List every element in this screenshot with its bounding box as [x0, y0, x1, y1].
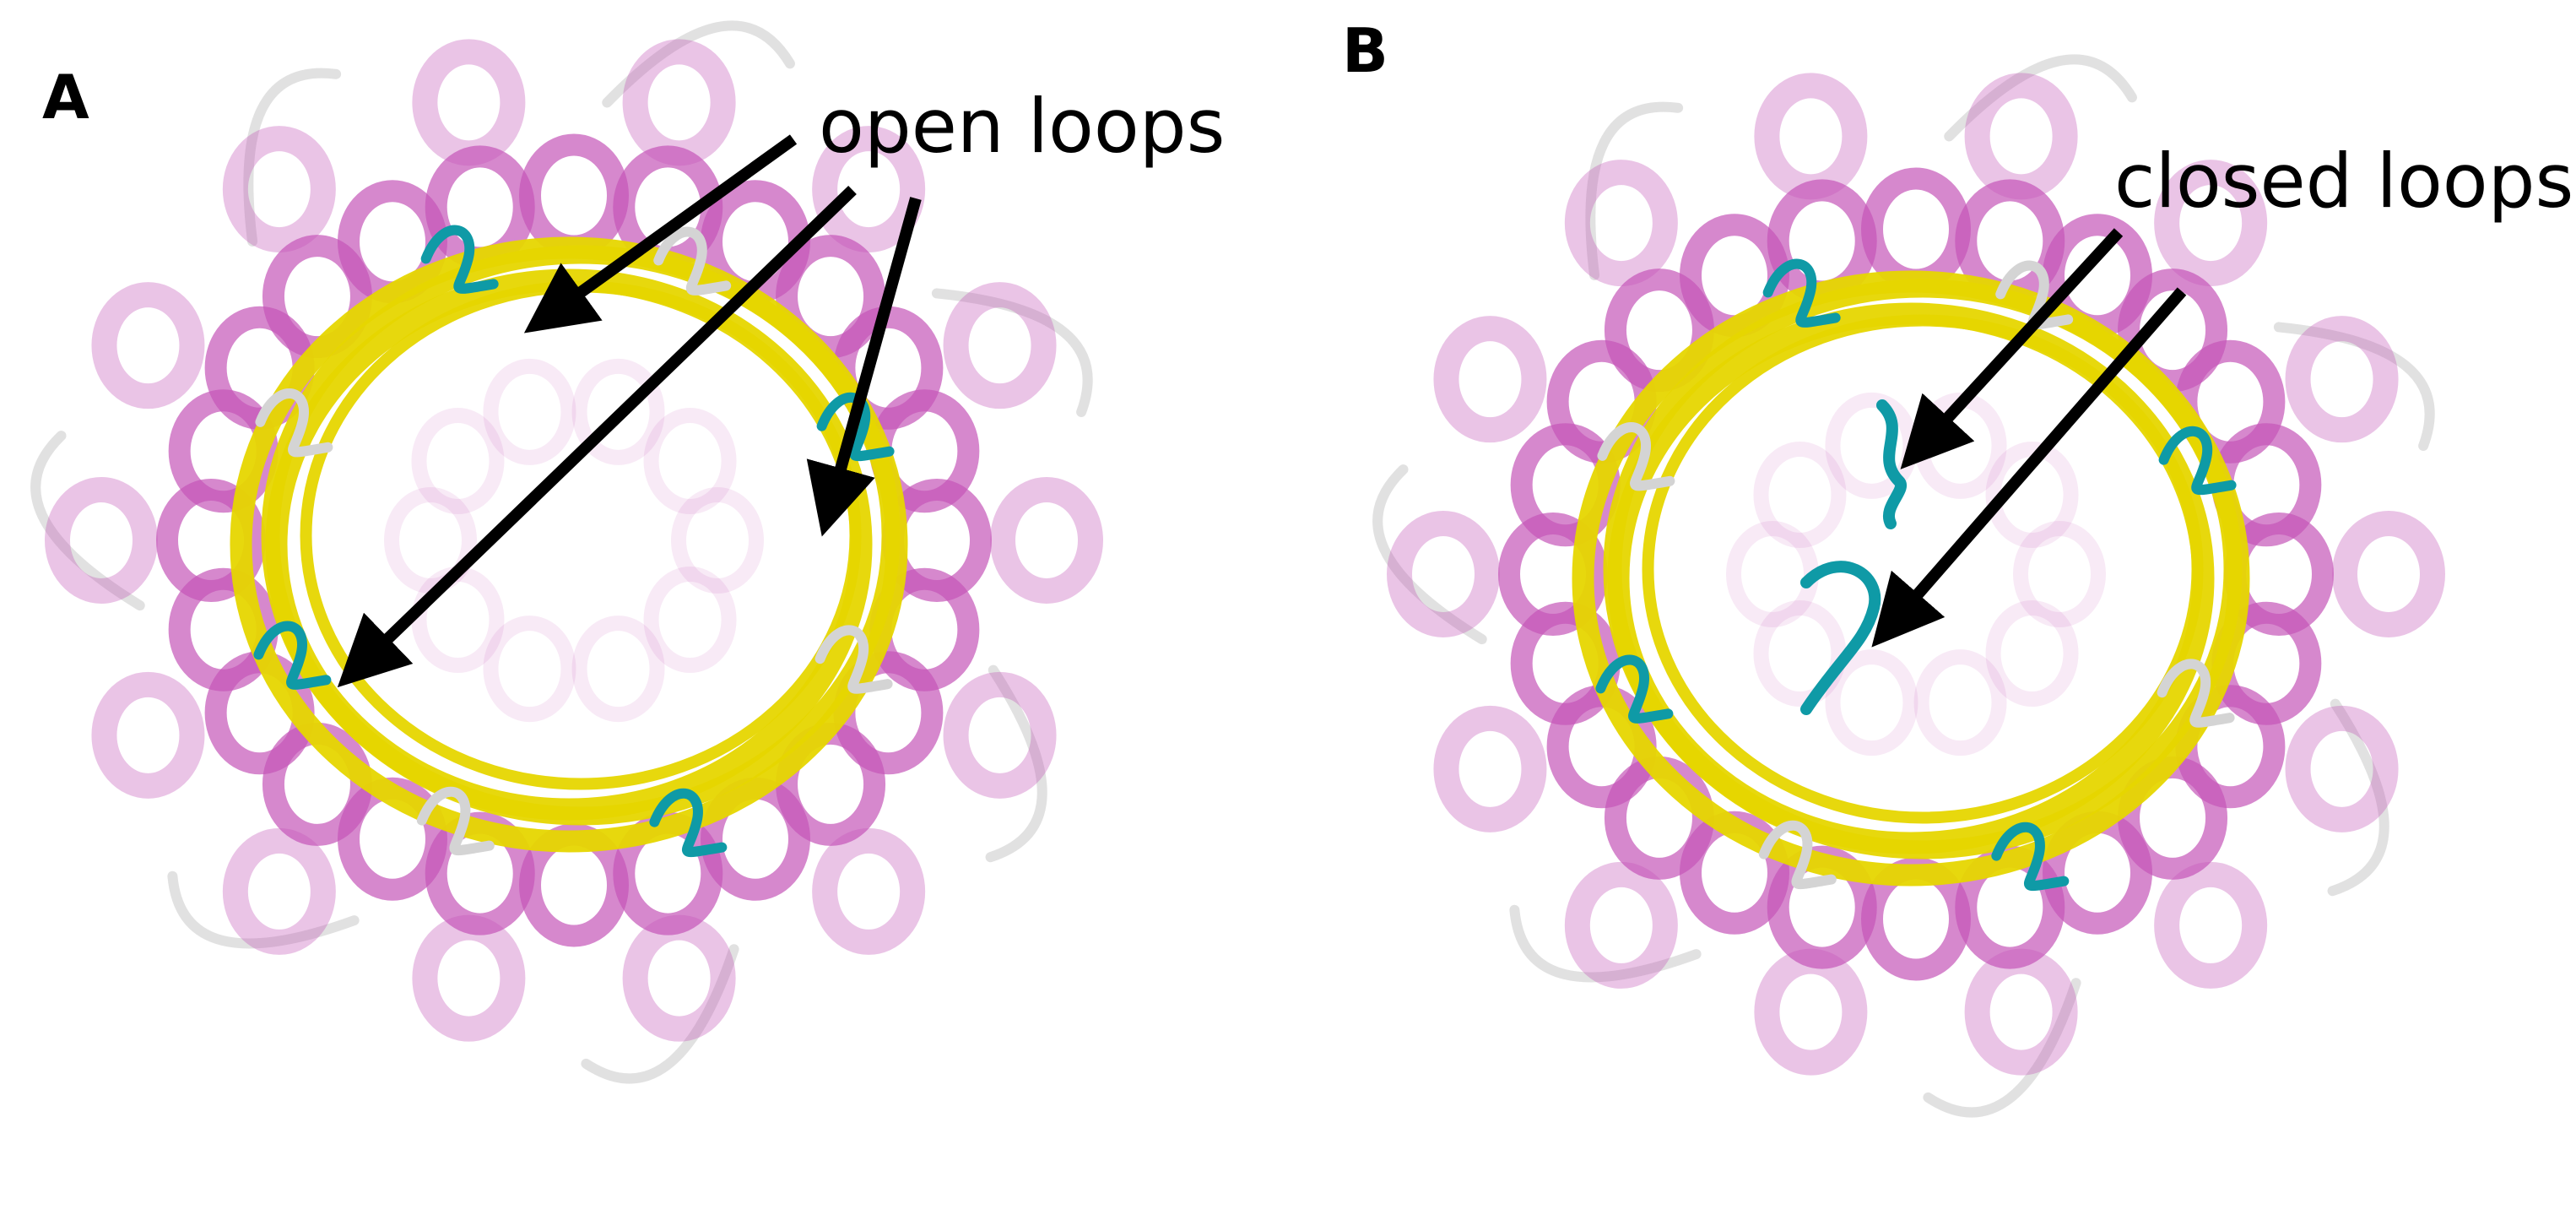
- outer-coil: [243, 68, 342, 247]
- helix: [943, 671, 1057, 799]
- outer-coil: [602, 20, 795, 108]
- protein-structure-open: [30, 20, 1103, 1084]
- helix: [1985, 600, 2079, 708]
- rim-loop: [2157, 659, 2235, 728]
- open-loops-label: open loops: [819, 83, 1225, 170]
- panel-a-open-structure: A open loops: [30, 20, 1225, 1084]
- beta-sheet-strand: [1572, 270, 2250, 887]
- helix: [45, 477, 158, 604]
- helix: [412, 914, 526, 1042]
- outer-coil: [581, 944, 739, 1084]
- closed-loops-arrows: [1871, 228, 2187, 648]
- helix: [812, 126, 926, 253]
- rim-loop: [416, 786, 495, 856]
- panel-a-label: A: [42, 62, 89, 133]
- helix: [222, 827, 336, 955]
- outer-coil: [167, 870, 360, 949]
- outer-coil: [1585, 101, 1684, 281]
- panel-b-closed-structure: B closed loops: [1342, 15, 2573, 1118]
- rim-loop: [816, 392, 895, 462]
- rim-loop: [1758, 820, 1837, 890]
- helix: [1433, 705, 1547, 832]
- outer-coil: [1944, 54, 2137, 142]
- helix: [2013, 521, 2106, 627]
- helix: [91, 671, 205, 799]
- rim-loop: [420, 225, 499, 294]
- helix: [1433, 316, 1547, 443]
- helix: [571, 358, 665, 465]
- helix: [411, 407, 505, 514]
- helix: [2285, 705, 2399, 832]
- helix: [1985, 441, 2079, 548]
- helix: [222, 126, 336, 253]
- arrow-to-left-loop: [337, 185, 857, 688]
- helix: [990, 477, 1103, 604]
- rim-loop: [1597, 422, 1675, 491]
- rim-loop: [255, 388, 333, 458]
- helix: [943, 282, 1057, 409]
- helix: [776, 235, 886, 359]
- helix: [1913, 392, 2007, 499]
- outer-coil: [1372, 464, 1487, 645]
- outer-coil: [931, 288, 1093, 418]
- outer-coil: [985, 664, 1047, 863]
- helix: [483, 616, 576, 723]
- beta-sheet-strand: [230, 236, 908, 853]
- rim-loop: [649, 788, 728, 858]
- arrow-to-right-loop: [806, 197, 922, 537]
- helix: [1564, 861, 1678, 989]
- rim-loop: [1991, 822, 2070, 892]
- rim-loop: [814, 625, 893, 694]
- outer-coil: [2273, 322, 2435, 452]
- helix: [1753, 441, 1847, 548]
- rim-loop: [253, 621, 332, 690]
- helix: [812, 827, 926, 955]
- rim-loop: [1762, 258, 1841, 328]
- helix: [622, 914, 736, 1042]
- helix: [1754, 73, 1868, 200]
- panel-b-label: B: [1342, 15, 1388, 86]
- helix: [91, 282, 205, 409]
- helix: [483, 358, 576, 465]
- helix: [1861, 167, 1971, 291]
- closed-loops-label: closed loops: [2114, 138, 2573, 225]
- rim-loop: [653, 226, 732, 296]
- helix: [2154, 160, 2268, 287]
- helix: [1387, 511, 1500, 637]
- helix: [643, 567, 737, 674]
- outer-coil: [1923, 978, 2081, 1118]
- beta-sheet-strand: [1642, 314, 2204, 824]
- helix: [1753, 600, 1847, 708]
- arrow-to-upper-central-loop: [1900, 228, 2124, 469]
- helix: [2285, 316, 2399, 443]
- helix: [412, 39, 526, 166]
- pore-loop: [1876, 399, 1907, 529]
- rim-loop: [2158, 426, 2237, 496]
- helix: [571, 616, 665, 723]
- helix: [384, 487, 477, 594]
- helix: [2332, 511, 2445, 637]
- helix: [643, 407, 737, 514]
- arrow-to-top-loop: [523, 134, 798, 334]
- helix: [1964, 948, 2078, 1076]
- helix: [2154, 861, 2268, 989]
- helix: [671, 487, 764, 594]
- helix: [1964, 73, 2078, 200]
- outer-coil: [2327, 698, 2389, 897]
- protein-structure-closed: [1372, 54, 2445, 1118]
- helix: [1754, 948, 1868, 1076]
- arrow-to-lower-central-loop: [1871, 287, 2187, 648]
- outer-coil: [1509, 904, 1702, 983]
- outer-coil: [30, 431, 145, 611]
- rim-loop: [1595, 654, 1674, 724]
- helix: [1913, 649, 2007, 756]
- helix: [2118, 268, 2228, 393]
- helix: [1564, 160, 1678, 287]
- open-loops-arrows: [337, 134, 922, 688]
- helix: [519, 133, 629, 258]
- helix: [622, 39, 736, 166]
- helix: [1825, 649, 1918, 756]
